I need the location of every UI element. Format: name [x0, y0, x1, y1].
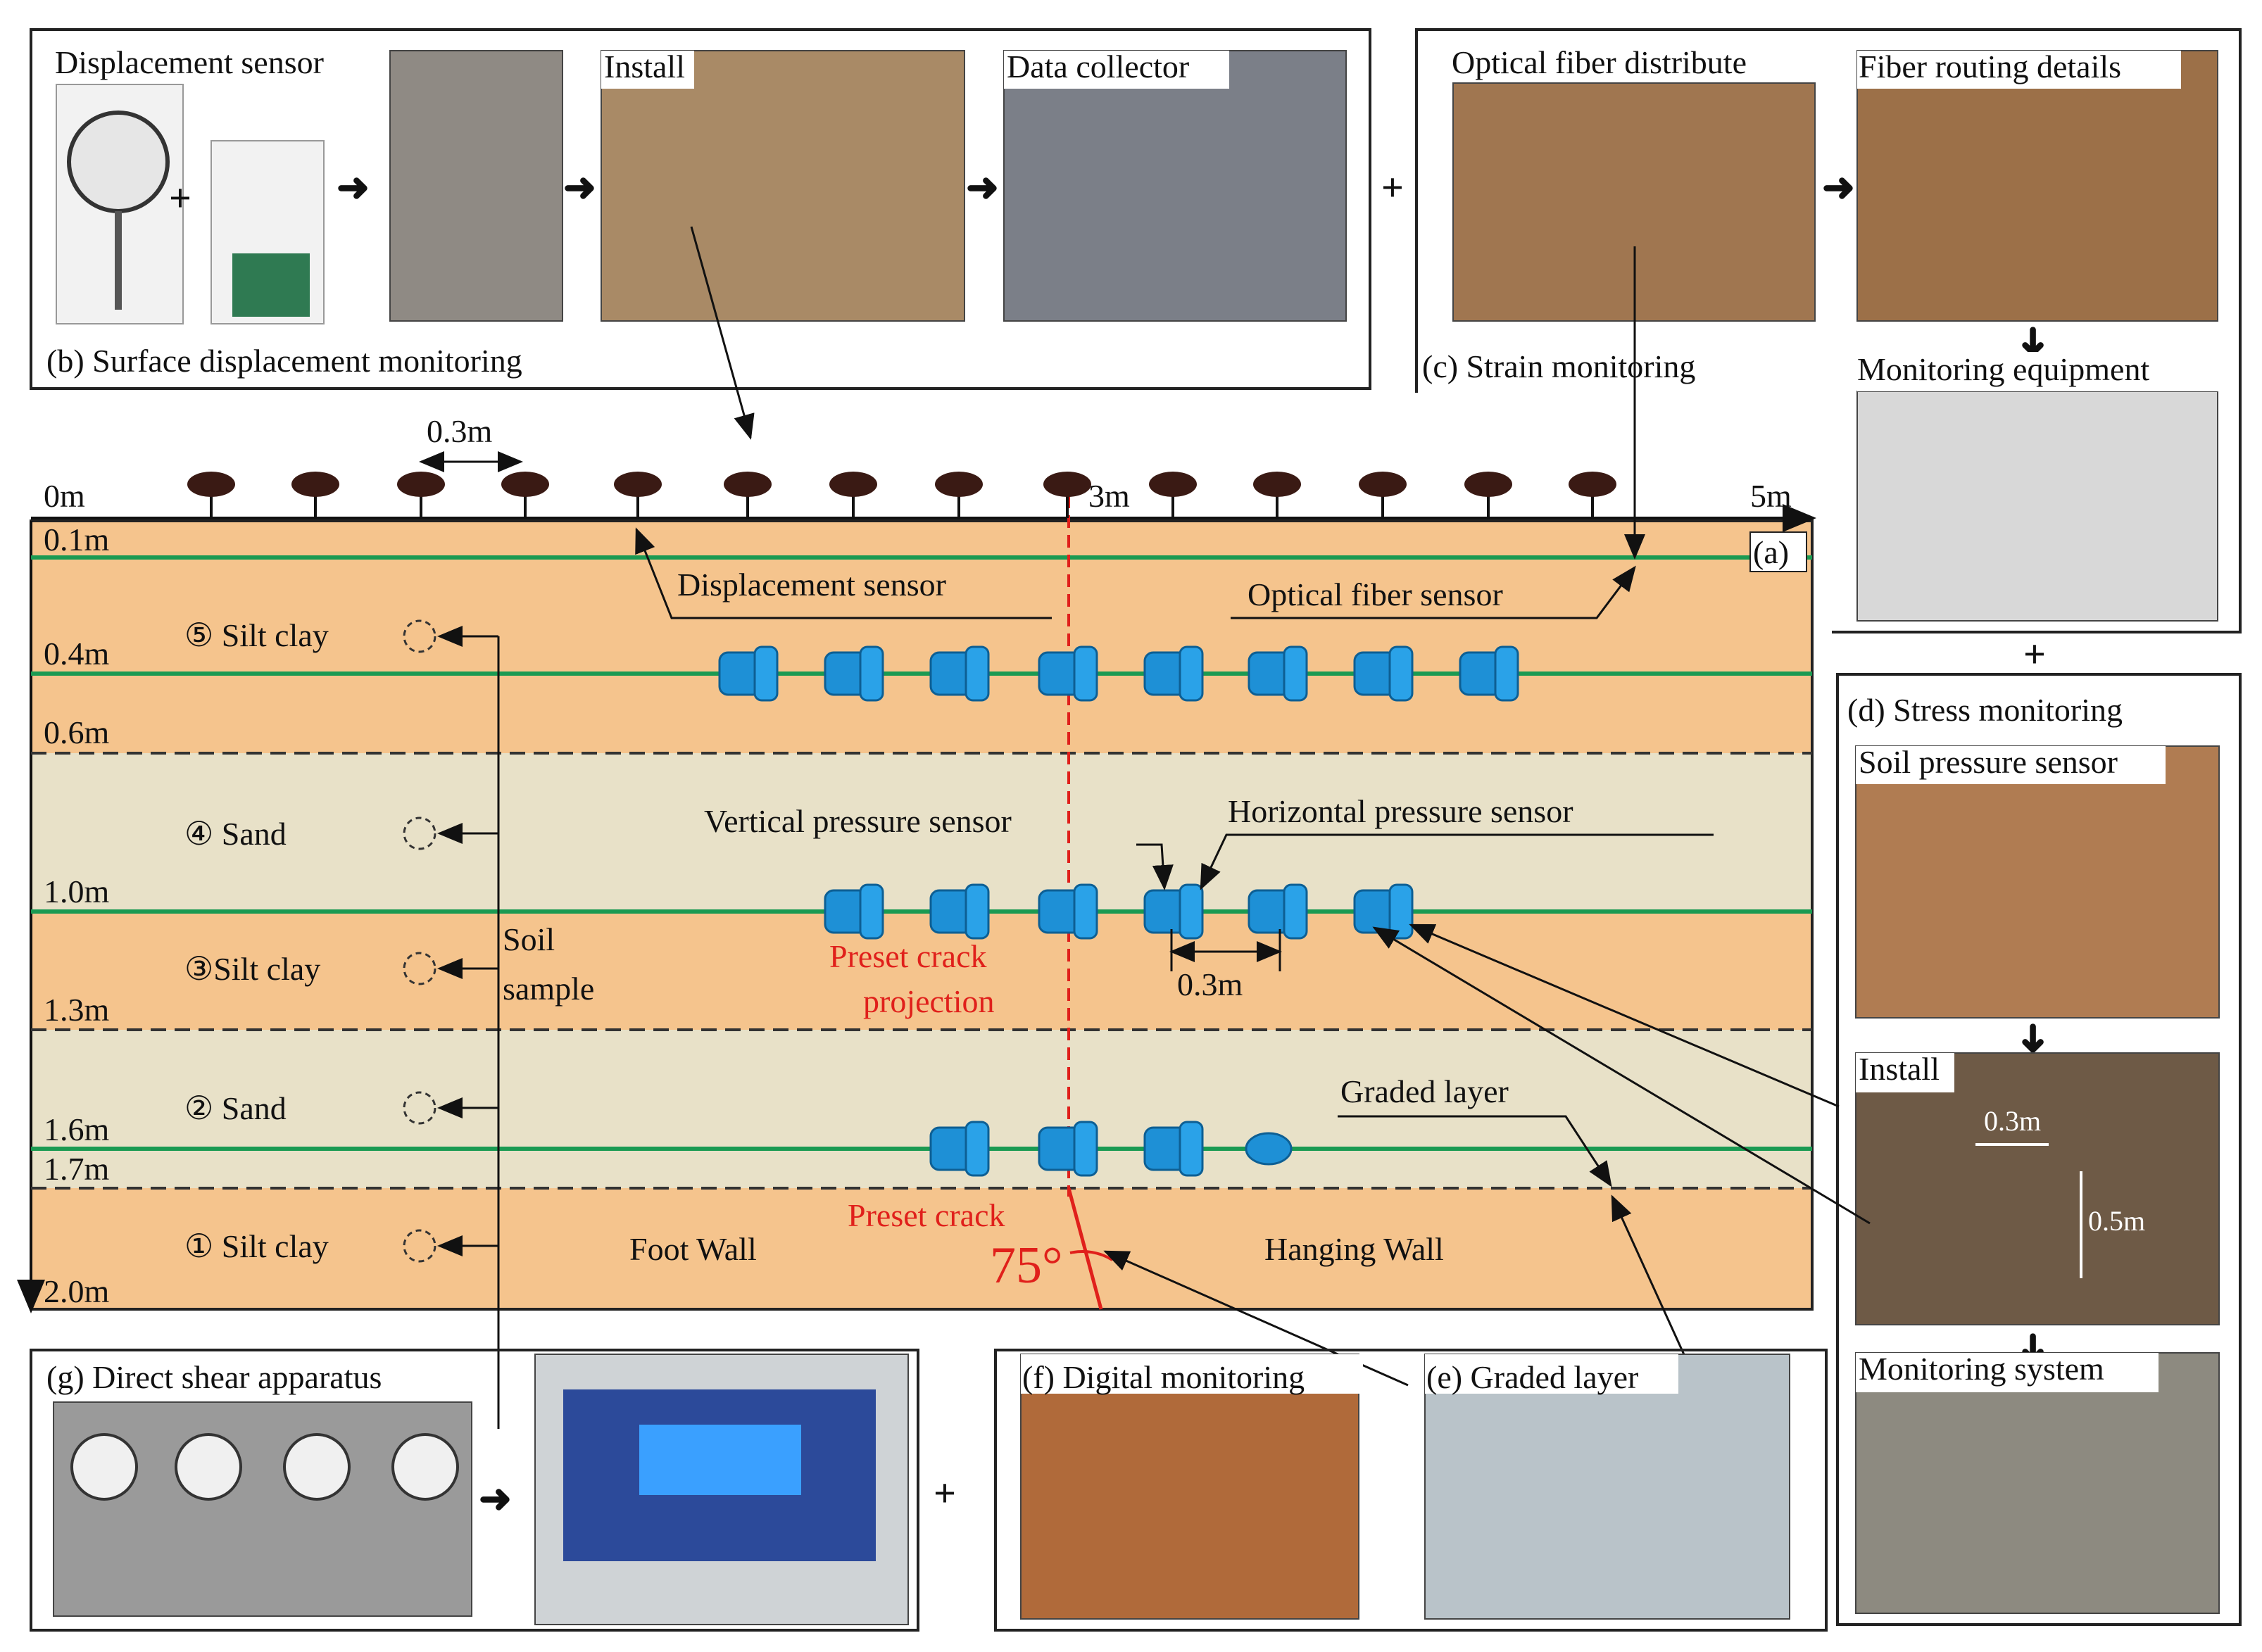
- displacement-pin: [1464, 472, 1512, 518]
- foot-wall-label: Foot Wall: [629, 1231, 757, 1267]
- panel-c-photo-label-1: Optical fiber distribute: [1452, 44, 1747, 80]
- panel-c-caption: (c) Strain monitoring: [1422, 348, 1695, 384]
- digital-monitoring-photo: [1020, 1354, 1359, 1620]
- horizontal-pressure-sensor-label: Horizontal pressure sensor: [1228, 793, 1573, 829]
- depth-label-1.7m: 1.7m: [44, 1151, 110, 1187]
- displacement-pin: [291, 472, 339, 518]
- layer-label-2: ② Sand: [184, 1090, 287, 1126]
- angle-label: 75°: [990, 1237, 1063, 1294]
- distance-label-3m: 3m: [1088, 478, 1130, 514]
- displacement-sensor-label: Displacement sensor: [677, 567, 946, 603]
- distance-label-0m: 0m: [44, 478, 85, 514]
- data-collector-photo: [1003, 50, 1347, 322]
- displacement-pin: [614, 472, 662, 518]
- depth-label-1.6m: 1.6m: [44, 1111, 110, 1147]
- monitoring-equipment-photo: [1856, 391, 2218, 622]
- svg-text:➜: ➜: [479, 1477, 512, 1521]
- depth-label-1.3m: 1.3m: [44, 992, 110, 1028]
- graded-layer-photo: [1424, 1354, 1790, 1620]
- svg-text:➜: ➜: [966, 166, 999, 210]
- vertical-pressure-sensor-label: Vertical pressure sensor: [704, 803, 1012, 839]
- displacement-pins: [187, 472, 1616, 518]
- panel-b: Displacement sensor + ➜ ➜ Install ➜ Data…: [30, 28, 1371, 390]
- panel-e-caption: (e) Graded layer: [1426, 1359, 1638, 1395]
- mid-spacing-label: 0.3m: [1177, 966, 1243, 1002]
- svg-text:➜: ➜: [2011, 1022, 2055, 1055]
- hanging-wall-label: Hanging Wall: [1264, 1231, 1444, 1267]
- preset-crack-label: Preset crack: [848, 1197, 1005, 1233]
- panel-d-photo-label-2: Install: [1859, 1051, 1940, 1087]
- displacement-pin: [1253, 472, 1301, 518]
- soil-sample-label-1: Soil: [503, 921, 555, 957]
- panel-d-photo-label-1: Soil pressure sensor: [1859, 744, 2118, 780]
- soil-pressure-sensor-photo: [1855, 745, 2220, 1019]
- displacement-pin: [501, 472, 549, 518]
- svg-text:+: +: [169, 177, 191, 220]
- panel-b-photo-label-1: Displacement sensor: [55, 44, 324, 80]
- install-dim-2: 0.5m: [2088, 1205, 2145, 1237]
- displacement-pin: [1043, 472, 1091, 518]
- svg-text:➜: ➜: [1822, 166, 1855, 210]
- frame-photo: [389, 50, 563, 322]
- top-spacing-label: 0.3m: [427, 413, 493, 449]
- pressure-install-photo: [1855, 1052, 2220, 1325]
- panel-g: (g) Direct shear apparatus ➜: [30, 1349, 919, 1632]
- panel-d-caption: (d) Stress monitoring: [1847, 692, 2123, 728]
- panel-fe: (f) Digital monitoring (e) Graded layer: [994, 1349, 1828, 1632]
- displacement-pin: [829, 472, 877, 518]
- svg-text:➜: ➜: [563, 166, 596, 210]
- soil-sample-label-2: sample: [503, 971, 594, 1007]
- preset-crack-projection-label-1: Preset crack: [829, 938, 987, 974]
- preset-crack-line: [1067, 1187, 1103, 1310]
- depth-label-0.4m: 0.4m: [44, 636, 110, 671]
- layer-label-5: ⑤ Silt clay: [184, 617, 329, 653]
- preset-crack-projection-label-2: projection: [863, 983, 995, 1019]
- panel-b-photo-label-2: Install: [604, 49, 685, 84]
- layer-band-3: [31, 912, 1812, 1030]
- install-photo: [601, 50, 965, 322]
- distance-label-5m: 5m: [1750, 478, 1792, 514]
- displacement-pin: [1569, 472, 1616, 518]
- panel-b-photo-label-3: Data collector: [1007, 49, 1189, 84]
- panel-f-caption: (f) Digital monitoring: [1022, 1359, 1305, 1395]
- svg-text:+: +: [1381, 166, 1404, 210]
- svg-text:➜: ➜: [337, 166, 370, 210]
- depth-label-1.0m: 1.0m: [44, 874, 110, 909]
- panel-b-caption: (b) Surface displacement monitoring: [46, 343, 522, 379]
- graded-layer-label: Graded layer: [1340, 1073, 1509, 1109]
- soil-sample-markers: [403, 619, 500, 1429]
- sensor-row-1.6m: [929, 1121, 1293, 1177]
- depth-label-0.6m: 0.6m: [44, 714, 110, 750]
- panel-g-caption: (g) Direct shear apparatus: [46, 1359, 382, 1395]
- layer-label-3: ③Silt clay: [184, 951, 320, 987]
- displacement-pin: [724, 472, 772, 518]
- panel-a-tag: (a): [1753, 534, 1789, 570]
- displacement-pin: [397, 472, 445, 518]
- layer-band-1: [31, 1188, 1812, 1309]
- displacement-pin: [935, 472, 983, 518]
- optical-fiber-sensor-label: Optical fiber sensor: [1248, 576, 1503, 612]
- displacement-pin: [1359, 472, 1407, 518]
- panel-d: (d) Stress monitoring Soil pressure sens…: [1836, 673, 2242, 1626]
- displacement-pin: [187, 472, 235, 518]
- depth-label-2.0m: 2.0m: [44, 1273, 110, 1309]
- depth-label-0.1m: 0.1m: [44, 522, 110, 557]
- panel-d-photo-label-3: Monitoring system: [1859, 1351, 2104, 1387]
- panel-c-photo-label-2: Fiber routing details: [1859, 49, 2121, 84]
- direct-shear-photo: [53, 1401, 472, 1617]
- panel-a: 0m 3m 5m 0.3m 0.1m 0.4m 0.6m 1.0m 1.3m: [17, 226, 1871, 1553]
- layer-label-4: ④ Sand: [184, 816, 287, 852]
- install-dim-1: 0.3m: [1984, 1105, 2041, 1137]
- layer-label-1: ① Silt clay: [184, 1228, 329, 1264]
- layer-band-4: [31, 753, 1812, 912]
- fiber-routing-photo: [1856, 50, 2218, 322]
- panel-c: Optical fiber distribute ➜ Fiber routing…: [1415, 28, 2242, 633]
- layer-band-2: [31, 1030, 1812, 1188]
- panel-c-photo-label-3: Monitoring equipment: [1857, 351, 2149, 387]
- displacement-pin: [1149, 472, 1197, 518]
- svg-text:+: +: [934, 1472, 956, 1515]
- svg-text:+: +: [2023, 633, 2046, 676]
